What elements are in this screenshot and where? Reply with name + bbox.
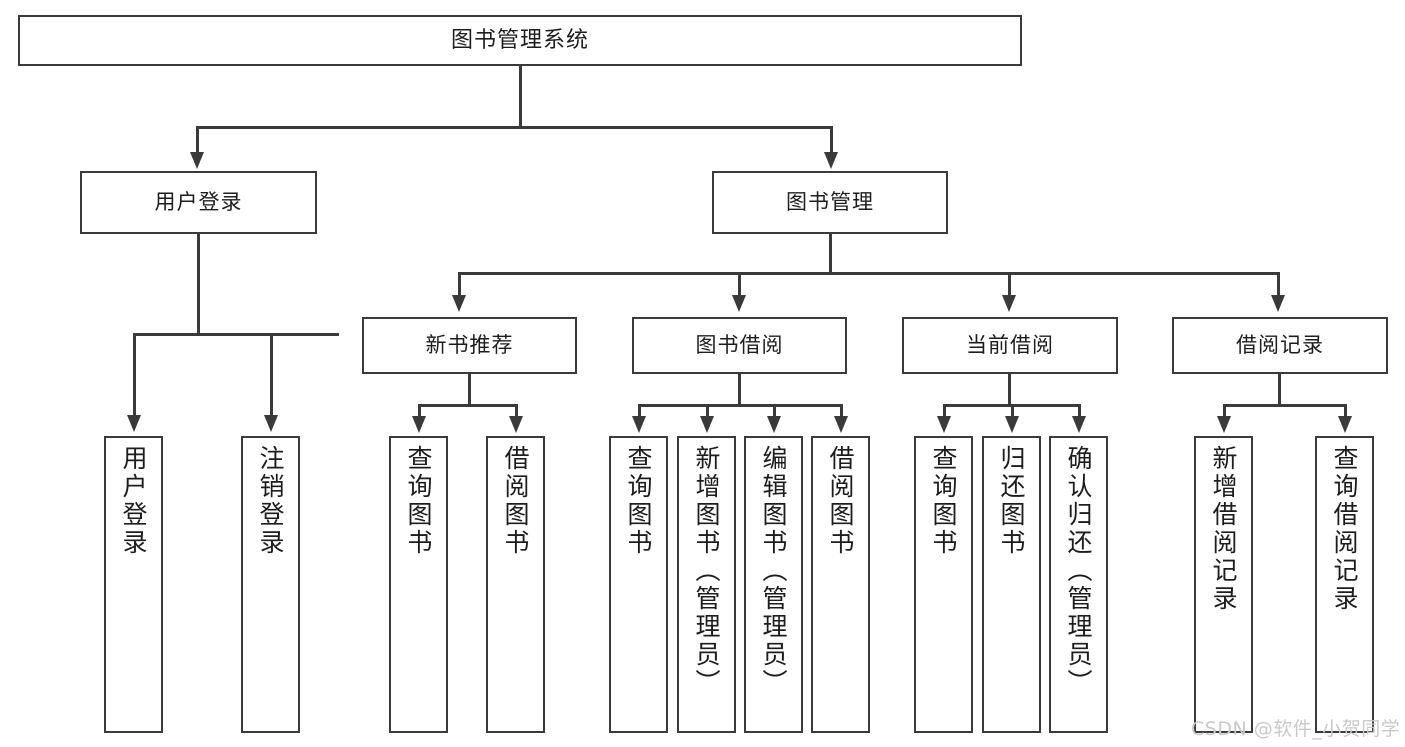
arrowhead-to-book-management — [824, 152, 838, 169]
edge-current-borrow-stem — [1008, 374, 1011, 406]
edge-level3-drop-2 — [738, 272, 741, 297]
arrowhead-leaf-confirm-return — [1072, 416, 1086, 433]
edge-new-book-bus — [418, 404, 518, 407]
node-new-book-recommend-label: 新书推荐 — [425, 333, 514, 358]
edge-current-borrow-drop-3 — [1078, 404, 1081, 418]
leaf-add-borrow-record[interactable]: 新增借阅记录 — [1194, 436, 1253, 733]
node-user-login-label: 用户登录 — [154, 190, 243, 215]
leaf-query-book-new-label: 查询图书 — [404, 445, 433, 557]
node-book-borrow[interactable]: 图书借阅 — [632, 317, 847, 374]
edge-new-book-drop-1 — [418, 404, 421, 418]
edge-user-login-drop-1 — [133, 333, 136, 417]
edge-root-drop-left — [196, 126, 199, 154]
node-borrow-records[interactable]: 借阅记录 — [1172, 317, 1388, 374]
edge-level3-drop-1 — [458, 272, 461, 297]
edge-borrow-records-drop-1 — [1223, 404, 1226, 418]
arrowhead-leaf-query-book-1 — [412, 416, 426, 433]
arrowhead-to-borrow-records — [1271, 295, 1285, 312]
leaf-edit-book-label: 编辑图书（管理员） — [759, 445, 788, 697]
node-current-borrow[interactable]: 当前借阅 — [902, 317, 1118, 374]
edge-root-bus — [196, 126, 833, 129]
arrowhead-leaf-borrow-book-1 — [509, 416, 523, 433]
csdn-watermark: CSDN @软件_小贺同学 — [1191, 718, 1401, 740]
edge-level3-drop-3 — [1008, 272, 1011, 297]
edge-book-borrow-drop-1 — [638, 404, 641, 418]
arrowhead-leaf-add-book — [700, 416, 714, 433]
edge-current-borrow-drop-2 — [1011, 404, 1014, 418]
leaf-edit-book[interactable]: 编辑图书（管理员） — [744, 436, 803, 733]
edge-level3-drop-4 — [1277, 272, 1280, 297]
edge-user-login-bus — [133, 333, 339, 336]
arrowhead-leaf-return-book — [1005, 416, 1019, 433]
leaf-borrow-book-label: 借阅图书 — [826, 445, 855, 557]
node-book-borrow-label: 图书借阅 — [695, 333, 784, 358]
edge-new-book-drop-2 — [515, 404, 518, 418]
node-user-login[interactable]: 用户登录 — [80, 171, 317, 234]
leaf-query-borrow-record[interactable]: 查询借阅记录 — [1315, 436, 1374, 733]
leaf-user-login[interactable]: 用户登录 — [104, 436, 163, 733]
arrowhead-leaf-add-record — [1217, 416, 1231, 433]
node-book-management[interactable]: 图书管理 — [712, 171, 948, 234]
arrowhead-to-book-borrow — [732, 295, 746, 312]
arrowhead-to-current-borrow — [1002, 295, 1016, 312]
edge-book-borrow-bus — [638, 404, 841, 407]
node-new-book-recommend[interactable]: 新书推荐 — [362, 317, 577, 374]
edge-borrow-records-bus — [1223, 404, 1346, 407]
edge-level3-bus — [458, 272, 1279, 275]
leaf-query-book-current-label: 查询图书 — [929, 445, 958, 557]
leaf-add-book-label: 新增图书（管理员） — [692, 445, 721, 697]
leaf-add-borrow-record-label: 新增借阅记录 — [1209, 445, 1238, 613]
edge-root-drop-right — [830, 126, 833, 154]
node-current-borrow-label: 当前借阅 — [966, 333, 1054, 358]
edge-book-borrow-drop-4 — [840, 404, 843, 418]
leaf-user-login-label: 用户登录 — [119, 445, 148, 557]
arrowhead-leaf-query-book-2 — [632, 416, 646, 433]
arrowhead-leaf-query-record — [1338, 416, 1352, 433]
leaf-query-book-current[interactable]: 查询图书 — [914, 436, 973, 733]
leaf-query-book-borrow[interactable]: 查询图书 — [609, 436, 668, 733]
arrowhead-leaf-query-book-3 — [937, 416, 951, 433]
leaf-query-borrow-record-label: 查询借阅记录 — [1330, 445, 1359, 613]
leaf-logout-label: 注销登录 — [256, 445, 285, 557]
leaf-add-book[interactable]: 新增图书（管理员） — [677, 436, 736, 733]
node-book-management-label: 图书管理 — [786, 190, 874, 215]
leaf-borrow-book-new-label: 借阅图书 — [501, 445, 530, 557]
edge-root-stem — [519, 66, 522, 128]
leaf-return-book-label: 归还图书 — [997, 445, 1026, 557]
arrowhead-leaf-user-login — [127, 415, 141, 432]
edge-book-borrow-stem — [738, 374, 741, 406]
edge-user-login-drop-2 — [270, 333, 273, 417]
arrowhead-leaf-logout — [264, 415, 278, 432]
edge-borrow-records-drop-2 — [1344, 404, 1347, 418]
node-borrow-records-label: 借阅记录 — [1236, 333, 1324, 358]
leaf-confirm-return[interactable]: 确认归还（管理员） — [1049, 436, 1108, 733]
arrowhead-to-user-login — [190, 152, 204, 169]
edge-book-borrow-drop-3 — [773, 404, 776, 418]
edge-new-book-stem — [468, 374, 471, 406]
node-root-label: 图书管理系统 — [450, 27, 589, 53]
edge-current-borrow-drop-1 — [943, 404, 946, 418]
edge-book-borrow-drop-2 — [706, 404, 709, 418]
arrowhead-leaf-edit-book — [767, 416, 781, 433]
leaf-borrow-book[interactable]: 借阅图书 — [811, 436, 870, 733]
arrowhead-leaf-borrow-book-2 — [834, 416, 848, 433]
leaf-logout[interactable]: 注销登录 — [241, 436, 300, 733]
leaf-borrow-book-new[interactable]: 借阅图书 — [486, 436, 545, 733]
edge-book-management-stem — [829, 234, 832, 274]
leaf-query-book-borrow-label: 查询图书 — [624, 445, 653, 557]
leaf-query-book-new[interactable]: 查询图书 — [389, 436, 448, 733]
leaf-return-book[interactable]: 归还图书 — [982, 436, 1041, 733]
arrowhead-to-new-book — [452, 295, 466, 312]
node-root[interactable]: 图书管理系统 — [18, 15, 1022, 66]
leaf-confirm-return-label: 确认归还（管理员） — [1064, 445, 1093, 697]
edge-borrow-records-stem — [1278, 374, 1281, 406]
edge-user-login-stem — [197, 234, 200, 335]
